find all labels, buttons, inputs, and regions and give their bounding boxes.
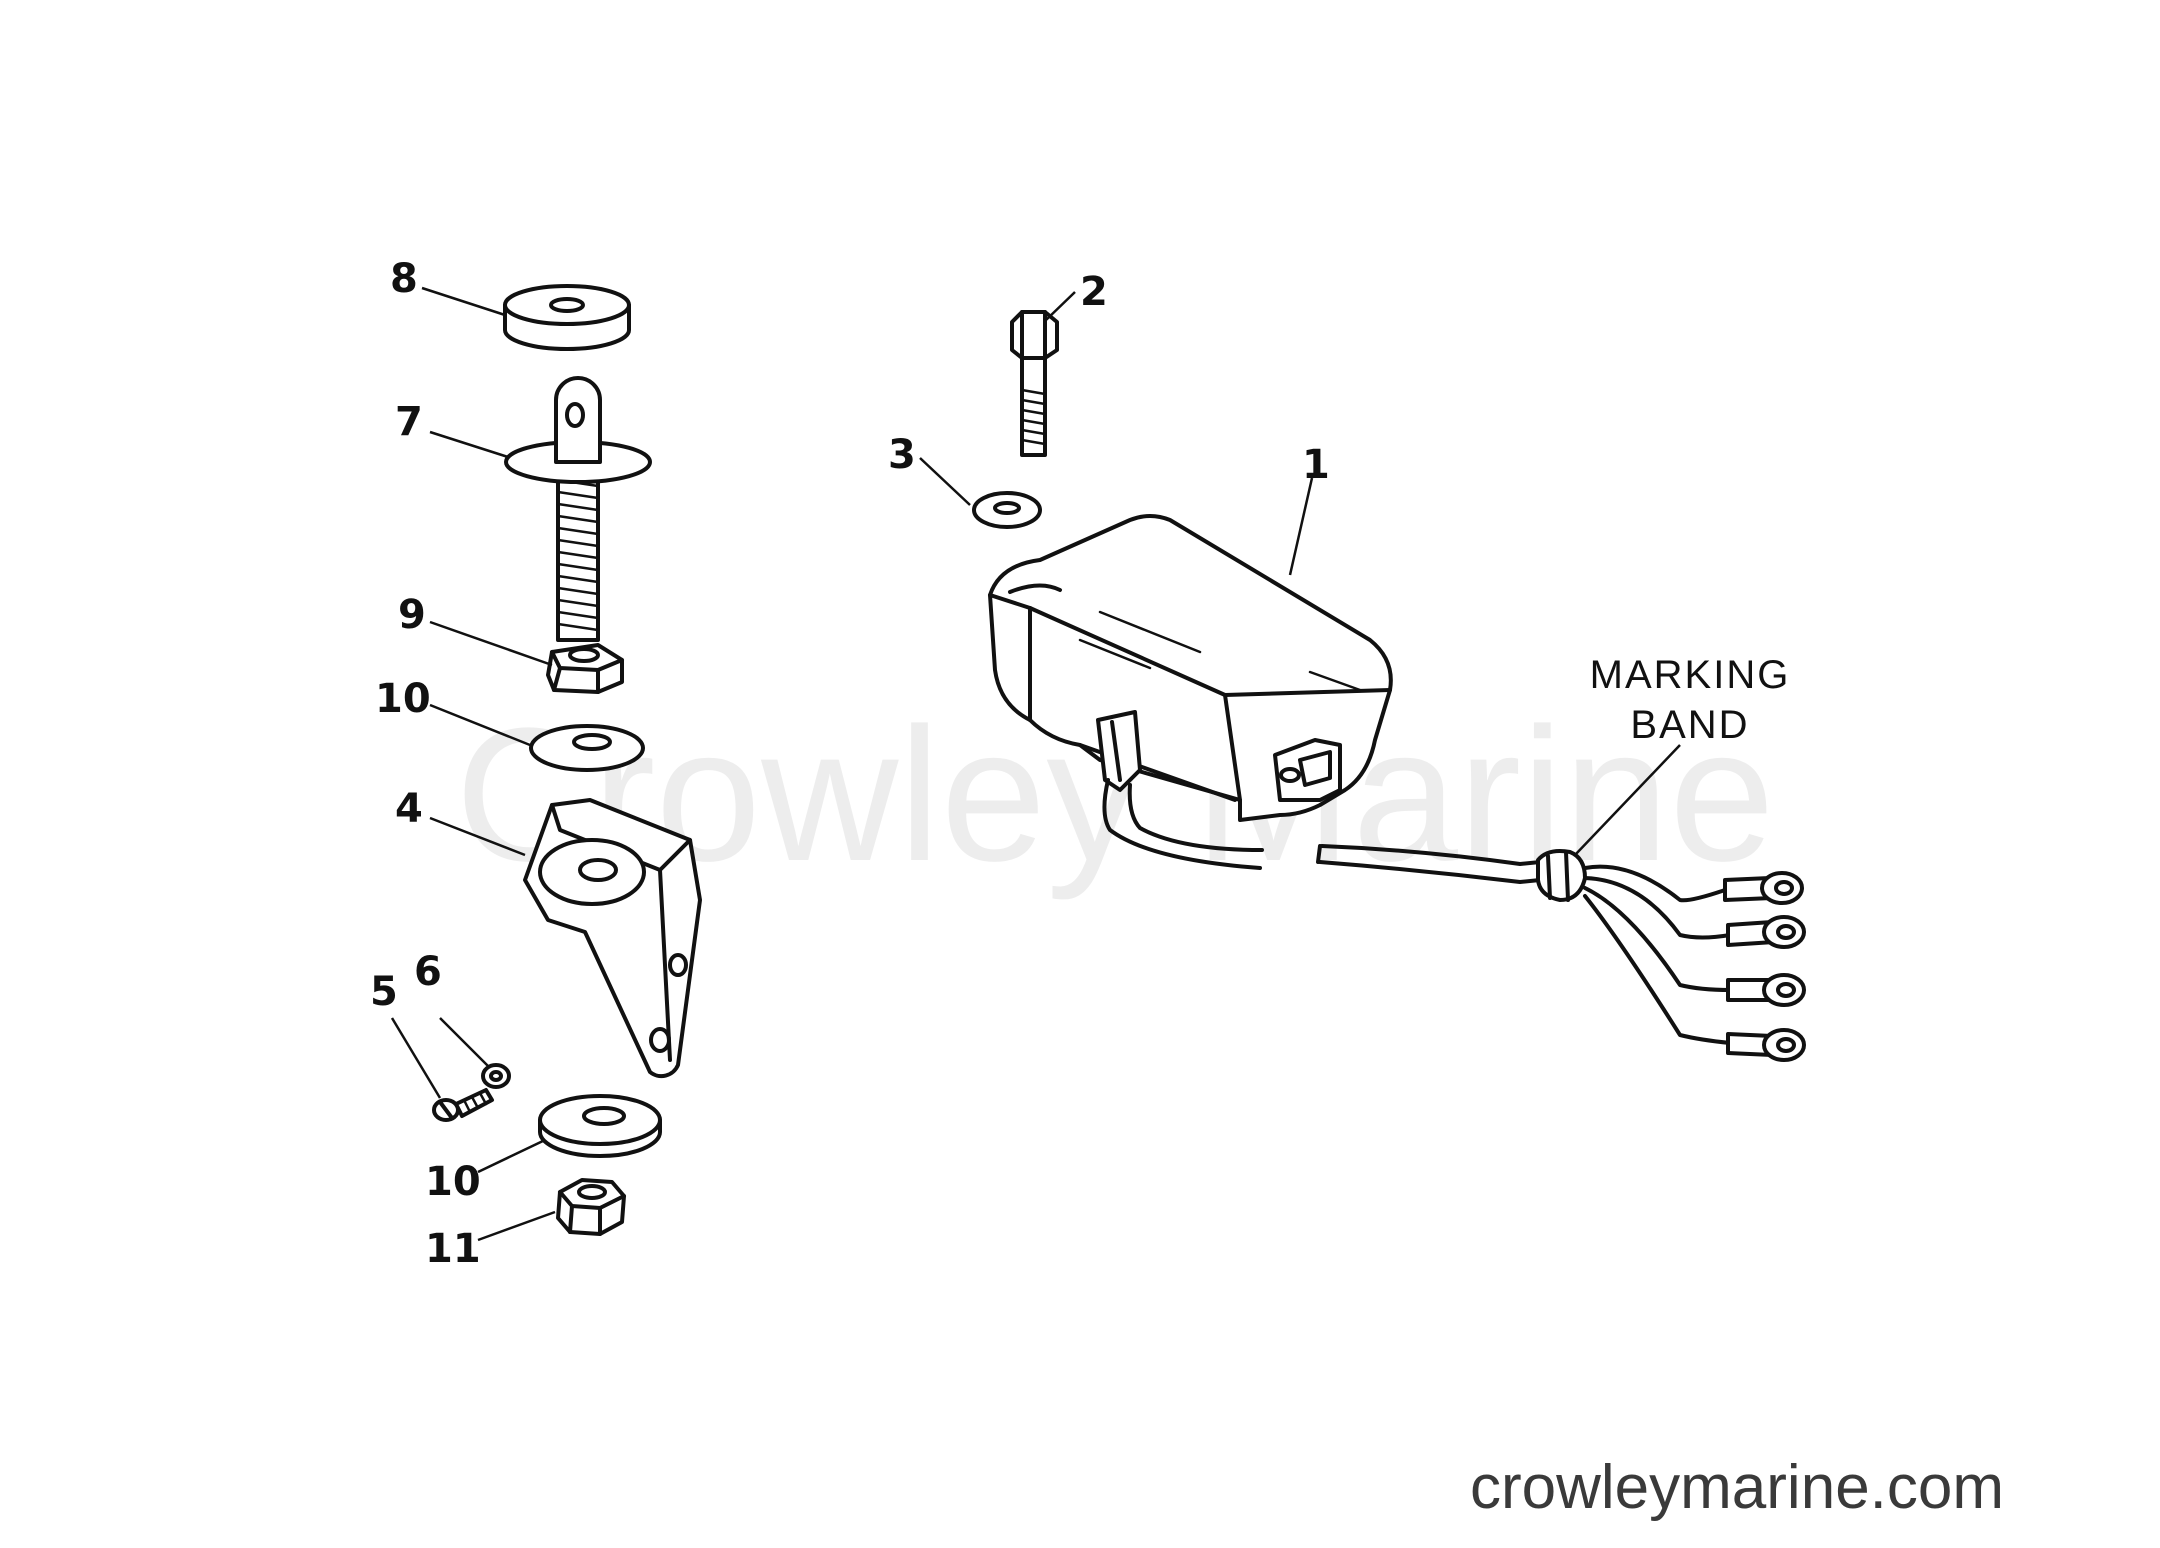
ring-terminal-4 [1726, 1028, 1806, 1062]
callout-7: 7 [395, 399, 423, 445]
part-7-eye-stud [504, 376, 652, 642]
ring-terminal-2 [1726, 915, 1806, 949]
callout-10-lower: 10 [425, 1159, 481, 1205]
marking-band-label-line-1: MARKING [1590, 653, 1791, 697]
callout-5: 5 [370, 969, 398, 1015]
ring-terminal-1 [1723, 871, 1804, 905]
part-10-washer-lower [538, 1094, 662, 1158]
part-5-screw [432, 1088, 494, 1122]
callout-9: 9 [398, 592, 426, 638]
part-3-washer [972, 491, 1042, 529]
part-8-washer [503, 284, 631, 351]
ring-terminals [1723, 871, 1806, 1062]
callout-1: 1 [1302, 442, 1330, 488]
website-url: crowleymarine.com [1470, 1453, 2004, 1522]
callouts: 8 2 7 3 1 9 10 4 5 6 10 11 [370, 256, 1330, 1272]
part-4-bracket [523, 798, 702, 1079]
part-1-module [988, 514, 1393, 822]
part-11-hex-nut [556, 1178, 626, 1236]
callout-11: 11 [425, 1226, 481, 1272]
marking-band-label: MARKING BAND [1590, 653, 1791, 747]
callout-10-upper: 10 [375, 676, 431, 722]
ring-terminal-3 [1726, 973, 1806, 1007]
part-9-hex-nut [546, 643, 624, 694]
marking-band-label-line-2: BAND [1630, 703, 1749, 747]
callout-6: 6 [414, 949, 442, 995]
leader-lines [390, 286, 1681, 1242]
part-2-bolt [1010, 310, 1059, 457]
callout-8: 8 [390, 256, 418, 302]
callout-3: 3 [888, 432, 916, 478]
callout-2: 2 [1080, 269, 1108, 315]
callout-4: 4 [395, 786, 423, 832]
wiring-harness [1102, 778, 1732, 1045]
part-6-lock-washer [481, 1063, 511, 1089]
part-10-washer-upper [529, 724, 645, 772]
